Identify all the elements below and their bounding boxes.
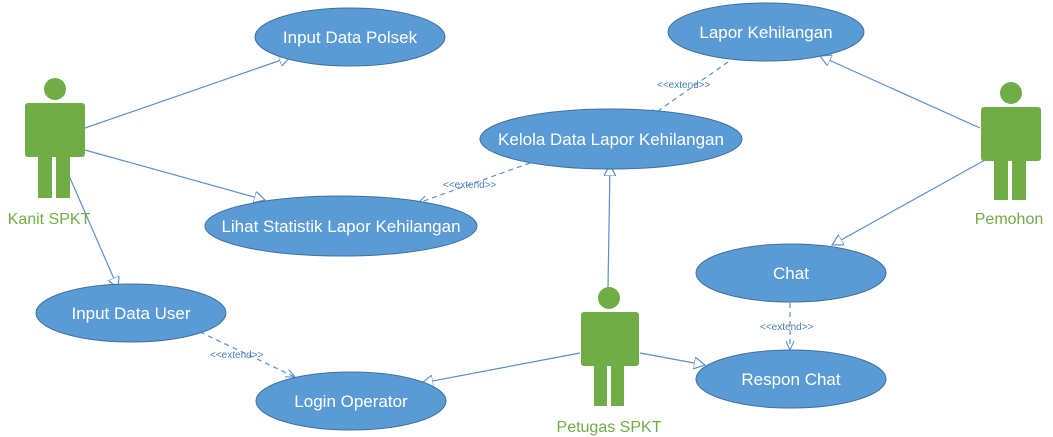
extend-label-chat: <<extend>> (760, 322, 814, 333)
use-case-lihat-statistik[interactable]: Lihat Statistik Lapor Kehilangan (204, 195, 478, 257)
actor-icon (981, 82, 1041, 200)
use-case-login-operator[interactable]: Login Operator (255, 371, 447, 431)
actor-pemohon[interactable]: Pemohon (975, 82, 1044, 228)
use-case-label: Lihat Statistik Lapor Kehilangan (221, 217, 460, 236)
associations (69, 56, 986, 383)
edge-petugas-login (422, 352, 581, 383)
use-case-input-data-polsek[interactable]: Input Data Polsek (254, 7, 446, 67)
use-case-lapor-kehilangan[interactable]: Lapor Kehilangan (667, 2, 865, 62)
use-case-label: Kelola Data Lapor Kehilangan (498, 130, 724, 149)
edge-petugas-kelola (608, 165, 610, 289)
use-case-label: Respon Chat (741, 370, 841, 389)
extend-label-user: <<extend>> (210, 350, 264, 361)
edge-petugas-respon (639, 352, 705, 365)
use-case-respon-chat[interactable]: Respon Chat (695, 349, 887, 409)
use-case-chat[interactable]: Chat (695, 243, 887, 303)
actor-label: Kanit SPKT (8, 211, 91, 228)
use-case-input-data-user[interactable]: Input Data User (35, 283, 227, 343)
actor-label: Pemohon (975, 211, 1044, 228)
edge-kanit-lihat-statistik (84, 149, 265, 200)
use-case-label: Login Operator (294, 392, 408, 411)
actor-icon (581, 287, 639, 406)
actor-icon (25, 78, 85, 198)
edge-kanit-input-user (69, 177, 118, 288)
use-case-label: Input Data Polsek (283, 28, 418, 47)
actor-kanit-spkt[interactable]: Kanit SPKT (8, 78, 91, 228)
actor-label: Petugas SPKT (557, 419, 662, 436)
edge-kanit-input-polsek (84, 57, 290, 129)
use-case-label: Input Data User (71, 304, 190, 323)
extend-relations: <<extend>> <<extend>> <<extend>> <<exten… (199, 61, 814, 378)
extend-label-statistik: <<extend>> (443, 180, 497, 191)
extend-label-lapor: <<extend>> (657, 80, 711, 91)
use-case-label: Lapor Kehilangan (699, 23, 832, 42)
edge-pemohon-chat (832, 159, 986, 245)
edge-pemohon-lapor (820, 56, 981, 129)
extend-edge-lapor-kelola (648, 61, 729, 118)
use-case-kelola-data-lapor-kehilangan[interactable]: Kelola Data Lapor Kehilangan (479, 108, 743, 170)
use-case-label: Chat (773, 264, 809, 283)
actor-petugas-spkt[interactable]: Petugas SPKT (557, 287, 662, 436)
extend-edge-kelola-statistik (418, 162, 531, 203)
